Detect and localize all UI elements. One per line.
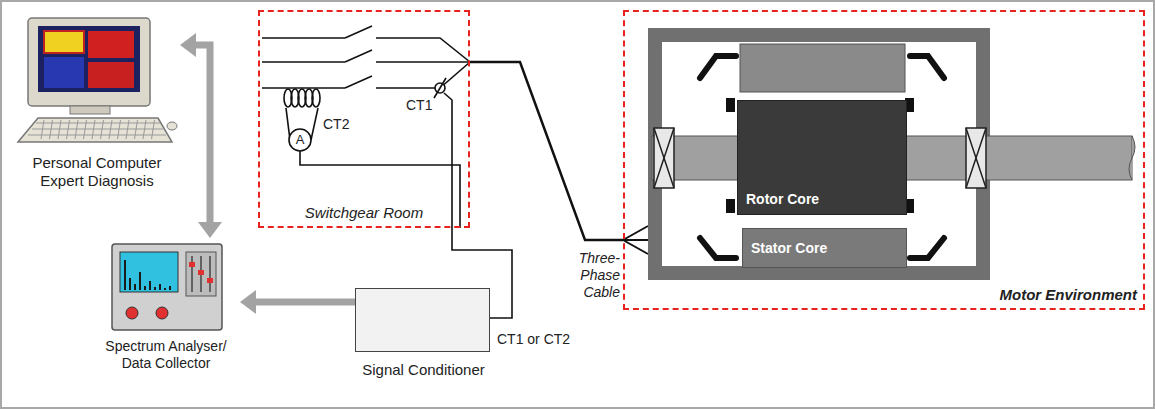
- signal-arrow: [240, 290, 355, 314]
- ct-label: CT2: [323, 116, 357, 133]
- computer-illustration: [18, 18, 177, 142]
- connector-line: [470, 62, 623, 240]
- ct-label: CT1: [406, 97, 438, 114]
- node-label: Personal Computer Expert Diagnosis: [22, 154, 172, 190]
- arrowhead: [180, 33, 196, 57]
- switchgear-circuit: [262, 26, 470, 228]
- stator-core-block: Stator Core: [742, 228, 907, 268]
- ammeter-symbol-letter: A: [292, 132, 308, 148]
- arrowhead: [240, 290, 256, 314]
- node-label: Switchgear Room: [260, 204, 468, 222]
- connector-label: Three-Phase Cable: [556, 250, 620, 300]
- node-label: Rotor Core: [746, 191, 896, 208]
- connector-line: [255, 299, 355, 306]
- connector-label: CT1 or CT2: [497, 331, 587, 348]
- motor-environment-region: Motor Environment Rotor CoreStator Core: [623, 10, 1145, 310]
- connector-line: [195, 45, 210, 223]
- three-phase-cable: [470, 62, 623, 240]
- rotor-core-block: Rotor Core: [737, 100, 907, 215]
- spectrum-analyser-node: Spectrum Analyser/ Data Collector: [92, 238, 240, 388]
- spectrum-analyser-illustration: [112, 244, 222, 330]
- node-label: Signal Conditioner: [341, 361, 506, 379]
- computer-node: Personal Computer Expert Diagnosis: [15, 12, 180, 197]
- node-label: Spectrum Analyser/ Data Collector: [92, 338, 240, 372]
- node-label: Stator Core: [751, 240, 901, 257]
- data-link-arrow: [180, 33, 222, 238]
- node-label: Motor Environment: [915, 286, 1137, 304]
- motor-illustration: [623, 35, 1135, 273]
- switchgear-room-region: Switchgear Room: [258, 10, 470, 228]
- arrowhead: [198, 222, 222, 238]
- signal-conditioner-box: Signal Conditioner: [355, 288, 490, 352]
